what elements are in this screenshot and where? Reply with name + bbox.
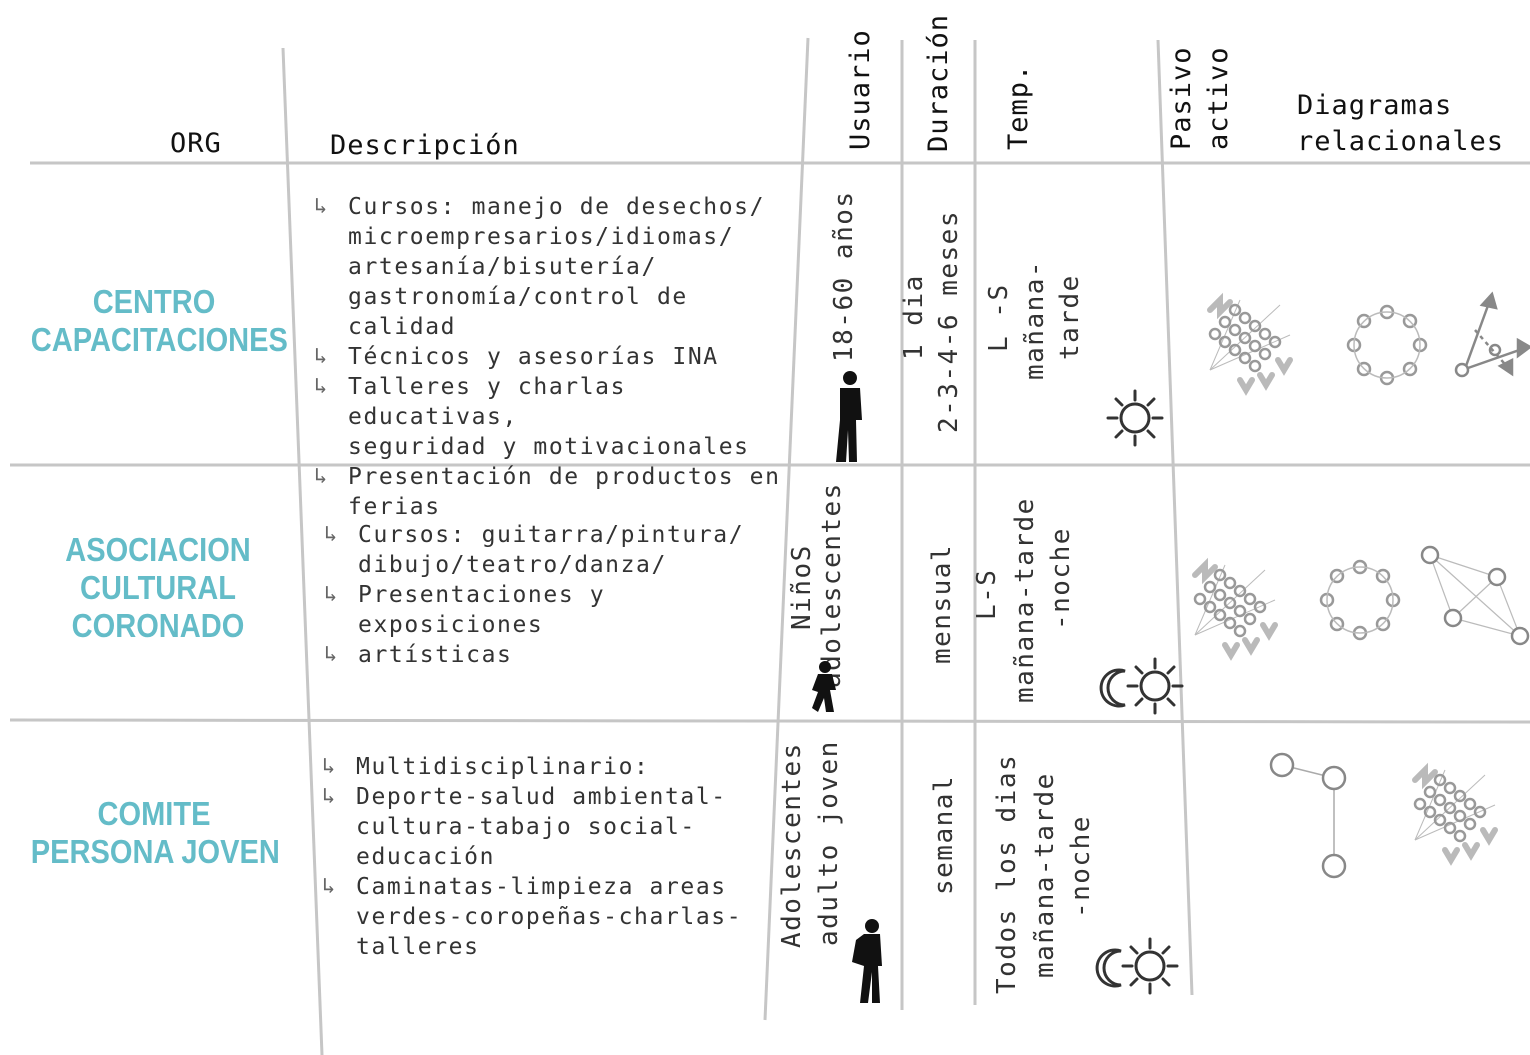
header-descripcion: Descripción [330, 130, 520, 161]
network-diagram-icon [1420, 545, 1530, 646]
ring-diagram-icon [1319, 559, 1401, 641]
header-diagramas: Diagramas relacionales [1297, 88, 1504, 160]
arrow-icon: ↳ [314, 374, 329, 399]
header-diagramas-line2: relacionales [1297, 126, 1505, 157]
col-divider-temp [1156, 39, 1194, 996]
arrow-icon: ↳ [324, 522, 339, 547]
org-comite-persona-joven: COMITE PERSONA JOVEN [30, 795, 280, 871]
description-item: ↳Talleres y charlas educativas, segurida… [314, 374, 750, 460]
child-silhouette-icon [812, 661, 836, 712]
woman-silhouette-icon [852, 919, 882, 1003]
description-item: ↳Presentación de productos en ferias [314, 464, 781, 520]
description-item: ↳Multidisciplinario: [322, 754, 650, 780]
org-line: COMITE [97, 795, 211, 832]
arrow-icon: ↳ [322, 754, 337, 779]
sun-icon [1126, 657, 1184, 715]
arrow-icon: ↳ [324, 582, 339, 607]
col-divider-org [281, 47, 324, 1055]
description-row-1: ↳Cursos: manejo de desechos/ microempres… [314, 192, 809, 522]
arrow-icon: ↳ [322, 784, 337, 809]
arrow-icon: ↳ [324, 642, 339, 667]
org-centro-capacitaciones: CENTRO CAPACITACIONES [30, 283, 288, 359]
description-item: ↳Técnicos y asesorías INA [314, 344, 719, 370]
org-line: CENTRO [92, 283, 216, 320]
org-asociacion-cultural-coronado: ASOCIACION CULTURAL CORONADO [35, 531, 281, 645]
header-diagramas-line1: Diagramas [1297, 90, 1453, 121]
ring-diagram-icon [1346, 304, 1428, 386]
description-row-3: ↳Multidisciplinario: ↳Deporte-salud ambi… [322, 752, 767, 962]
arrow-icon: ↳ [314, 464, 329, 489]
description-row-2: ↳Cursos: guitarra/pintura/ dibujo/teatro… [324, 520, 774, 670]
moon-icon [1099, 668, 1127, 708]
col-divider-desc [763, 37, 810, 1021]
org-line: CULTURAL [80, 569, 236, 606]
arrow-icon: ↳ [314, 344, 329, 369]
header-org: ORG [170, 128, 222, 159]
org-line: PERSONA JOVEN [30, 833, 280, 870]
moon-icon [1095, 948, 1123, 988]
cluster-diagram-icon [1195, 565, 1275, 655]
sun-icon [1121, 937, 1179, 995]
row-divider-2 [9, 718, 1530, 724]
cluster-diagram-icon [1210, 300, 1290, 390]
cluster-diagram-icon [1415, 770, 1495, 860]
description-item: ↳Cursos: guitarra/pintura/ dibujo/teatro… [324, 522, 745, 578]
arrows-diagram-icon [1454, 291, 1530, 378]
arrow-icon: ↳ [322, 874, 337, 899]
tree-diagram-icon [1269, 752, 1347, 879]
man-silhouette-icon [836, 371, 862, 462]
org-line: CORONADO [71, 607, 245, 644]
description-item: ↳artísticas [324, 642, 513, 668]
description-item: ↳Cursos: manejo de desechos/ microempres… [314, 194, 766, 340]
description-item: ↳Presentaciones y exposiciones [324, 582, 606, 638]
description-item: ↳Deporte-salud ambiental- cultura-tabajo… [322, 784, 727, 870]
description-item: ↳Caminatas-limpieza areas verdes-coropeñ… [322, 874, 743, 960]
org-line: ASOCIACION [65, 531, 251, 568]
arrow-icon: ↳ [314, 194, 329, 219]
org-line: CAPACITACIONES [30, 321, 288, 358]
sun-icon [1106, 389, 1164, 447]
